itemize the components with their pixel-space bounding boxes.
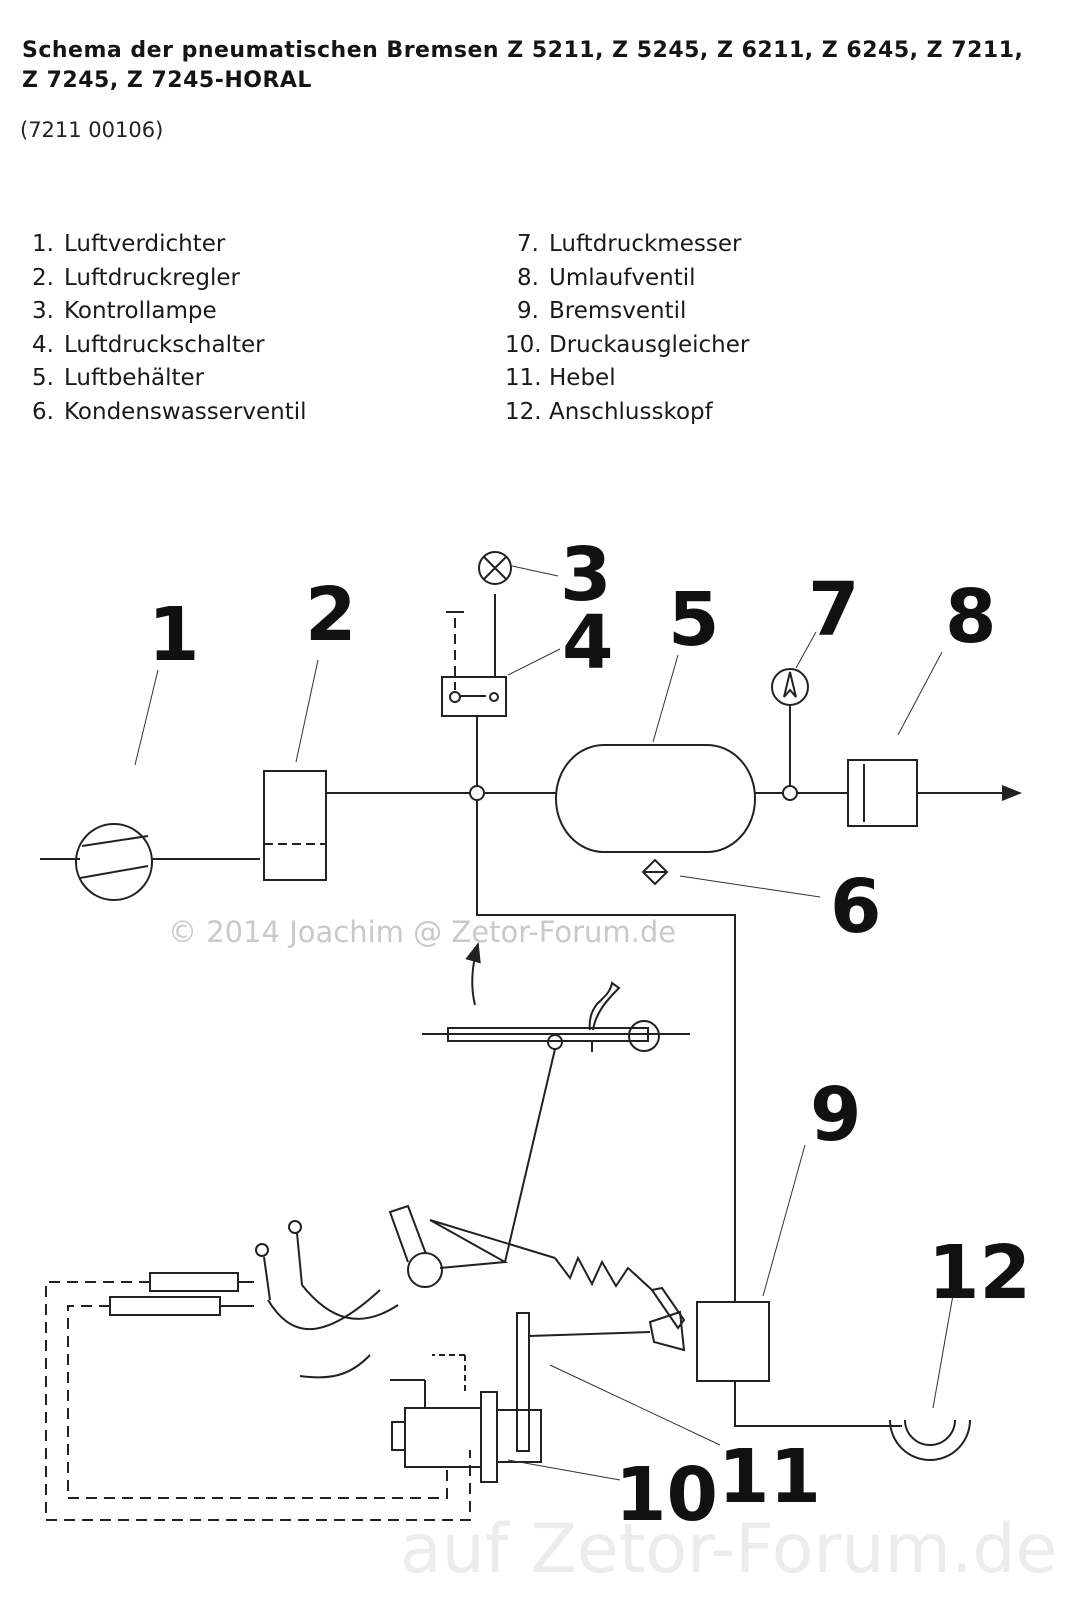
leader-10 [507, 1459, 621, 1481]
leader-3 [511, 565, 559, 577]
leader-5 [652, 654, 679, 743]
callout-6: 6 [830, 864, 882, 950]
condensate-valve-symbol [641, 858, 669, 886]
site-watermark: auf Zetor-Forum.de [400, 1510, 1058, 1589]
callout-10: 10 [615, 1452, 718, 1538]
callout-3: 3 [560, 532, 612, 618]
callout-7: 7 [808, 567, 860, 653]
leader-1 [134, 669, 159, 766]
dashed-control-line [67, 1305, 448, 1499]
legend-item: 1.Luftverdichter [32, 231, 226, 257]
leader-7 [795, 631, 817, 669]
title-line-2: Z 7245, Z 7245-HORAL [22, 68, 312, 93]
bell-crank-symbol [388, 1204, 686, 1330]
drawing-number: (7211 00106) [20, 118, 164, 142]
coupling-pipe [734, 1381, 902, 1427]
leader-6 [679, 875, 821, 898]
callout-4: 4 [562, 600, 614, 686]
hand-lever-symbol [422, 942, 690, 1052]
pressure-regulator-symbol [263, 770, 327, 881]
bypass-valve-symbol [847, 759, 918, 827]
callout-12: 12 [928, 1230, 1031, 1316]
callout-8: 8 [945, 574, 997, 660]
callout-9: 9 [810, 1072, 862, 1158]
junction [469, 785, 485, 801]
leader-9 [762, 1144, 806, 1297]
legend-item: 12.Anschlusskopf [505, 398, 713, 425]
air-tank-symbol [555, 744, 756, 853]
legend-item: 3.Kontrollampe [32, 298, 217, 324]
legend-item: 8.Umlaufventil [517, 264, 696, 291]
callout-11: 11 [718, 1434, 821, 1520]
pressure-switch-symbol [441, 594, 507, 786]
legend-item: 2.Luftdruckregler [32, 264, 240, 291]
callout-2: 2 [305, 572, 357, 658]
legend-left: 1.Luftverdichter 2.Luftdruckregler 3.Kon… [30, 228, 307, 429]
leader-2 [295, 659, 319, 763]
callout-5: 5 [668, 577, 720, 663]
pressure-equaliser-symbol [390, 1354, 542, 1483]
compressor-symbol [75, 823, 153, 901]
leader-11 [549, 1364, 721, 1446]
legend-item: 6.Kondenswasserventil [32, 398, 307, 425]
control-lamp-symbol [478, 551, 512, 585]
legend-item: 11.Hebel [505, 365, 616, 391]
lever-11-symbol [516, 1310, 686, 1452]
leader-12 [932, 1294, 954, 1409]
diagram-title: Schema der pneumatischen Bremsen Z 5211,… [22, 36, 1062, 96]
legend-item: 10.Druckausgleicher [505, 331, 750, 358]
brake-valve-symbol [696, 1301, 770, 1382]
title-line-1: Schema der pneumatischen Bremsen Z 5211,… [22, 38, 1024, 63]
legend-right: 7.Luftdruckmesser 8.Umlaufventil 9.Brems… [505, 228, 749, 429]
legend-item: 4.Luftdruckschalter [32, 331, 265, 358]
legend-item: 9.Bremsventil [517, 298, 687, 324]
legend-item: 7.Luftdruckmesser [517, 231, 742, 257]
leader-4 [507, 648, 561, 676]
brake-supply-pipe [476, 800, 736, 1302]
brake-pedals-symbol [109, 1220, 399, 1379]
dashed-control-line [45, 1281, 471, 1521]
coupling-head-symbol [889, 1419, 971, 1461]
pressure-gauge-symbol [771, 668, 809, 801]
copyright-watermark: © 2014 Joachim @ Zetor-Forum.de [168, 915, 677, 949]
callout-1: 1 [148, 592, 200, 678]
lever-rod [504, 1048, 556, 1263]
leader-8 [897, 651, 943, 736]
legend-item: 5.Luftbehälter [32, 365, 205, 391]
